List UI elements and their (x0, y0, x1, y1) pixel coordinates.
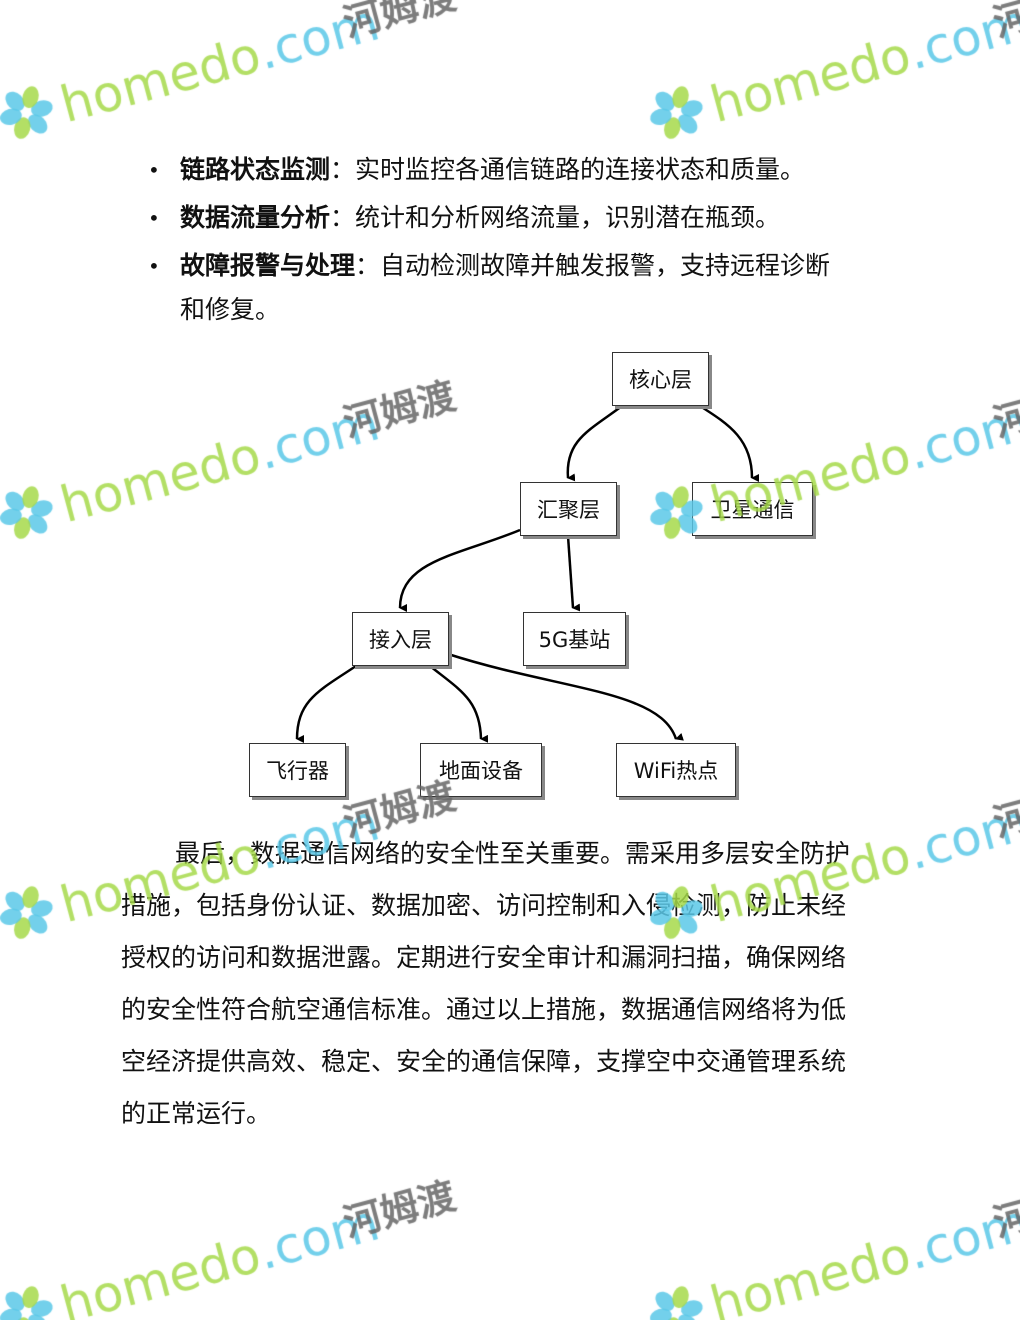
node-aircraft: 飞行器 (249, 743, 346, 797)
edge-core-sat (699, 404, 760, 482)
node-ground-equipment: 地面设备 (420, 743, 542, 797)
edge-access-aircraft (295, 664, 357, 744)
paragraph-line: 最后，数据通信网络的安全性至关重要。需采用多层安全防护 (175, 839, 851, 868)
edge-core-agg (566, 404, 623, 482)
edge-agg-access (398, 528, 521, 613)
paragraph-line: 的安全性符合航空通信标准。通过以上措施，数据通信网络将为低 (121, 995, 847, 1024)
paragraph-line: 的正常运行。 (121, 1099, 272, 1128)
node-core-layer: 核心层 (612, 352, 709, 406)
node-access-layer: 接入层 (352, 612, 449, 666)
node-wifi-hotspot: WiFi热点 (616, 743, 736, 797)
node-satellite: 卫星通信 (692, 482, 813, 536)
paragraph-line: 措施，包括身份认证、数据加密、访问控制和入侵检测，防止未经 (121, 891, 847, 920)
paragraph-line: 空经济提供高效、稳定、安全的通信保障，支撑空中交通管理系统 (121, 1047, 847, 1076)
node-5g-base-station: 5G基站 (523, 612, 626, 666)
paragraph-line: 授权的访问和数据泄露。定期进行安全审计和漏洞扫描，确保网络 (121, 943, 847, 972)
edge-access-ground (429, 665, 489, 743)
node-aggregation-layer: 汇聚层 (520, 482, 617, 536)
body-paragraph: 最后，数据通信网络的安全性至关重要。需采用多层安全防护 措施，包括身份认证、数据… (121, 828, 901, 1140)
edge-agg-bs (566, 535, 581, 612)
edge-access-wifi (447, 652, 684, 741)
